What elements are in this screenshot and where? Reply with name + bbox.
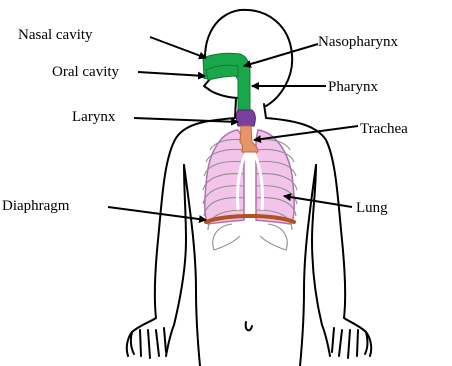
neck-left <box>235 98 236 118</box>
label-diaphragm: Diaphragm <box>2 198 70 214</box>
label-larynx: Larynx <box>72 109 116 125</box>
label-lung: Lung <box>356 200 388 216</box>
right-hand <box>332 328 367 358</box>
left-hand <box>131 328 166 358</box>
right-inner-arm <box>312 165 330 356</box>
label-pharynx: Pharynx <box>328 79 378 95</box>
pointer-trachea <box>254 126 358 140</box>
label-oral-cavity: Oral cavity <box>52 64 120 80</box>
larynx <box>237 110 256 126</box>
label-trachea: Trachea <box>360 121 408 137</box>
left-waist <box>184 165 200 366</box>
label-nasopharynx: Nasopharynx <box>318 34 398 50</box>
nasal-oral-airway <box>203 53 250 110</box>
navel <box>246 322 252 330</box>
pointer-nasal-cavity <box>150 37 206 58</box>
label-nasal-cavity: Nasal cavity <box>18 27 93 43</box>
left-inner-arm <box>166 165 186 356</box>
oral-airway <box>206 65 238 80</box>
pointer-nasopharynx <box>244 44 318 66</box>
pointer-oral-cavity <box>138 72 205 76</box>
